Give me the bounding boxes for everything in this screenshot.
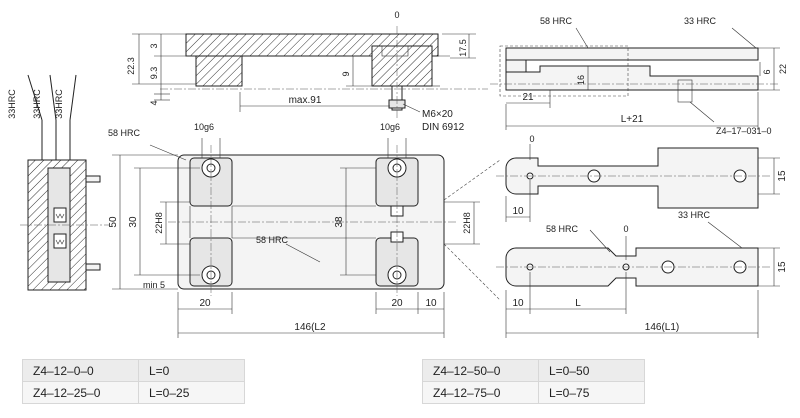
label-dim-30: 30	[128, 216, 139, 228]
table-cell-value: L=0–50	[538, 359, 645, 382]
table-cell-value: L=0	[138, 359, 245, 382]
label-din: DIN 6912	[422, 122, 465, 133]
right-plan-view-upper: 0 10 15	[496, 134, 788, 222]
label-dim-10-lower: 10	[512, 298, 524, 309]
label-zero-top: 0	[394, 10, 399, 20]
label-l-plus-21: L+21	[621, 114, 644, 125]
label-max-91: max.91	[289, 95, 322, 106]
label-dim-9-3: 9.3	[149, 67, 159, 80]
label-dim-22-3: 22.3	[126, 57, 136, 75]
label-dim-10-upper: 10	[512, 206, 524, 217]
label-dim-15-lower: 15	[777, 261, 788, 273]
label-dim-22: 22	[778, 64, 788, 74]
label-part-number: Z4–17–031–0	[716, 126, 772, 136]
top-right-side-view: 58 HRC 33 HRC 16 6 22 21 L+21 Z4–17–031–…	[490, 16, 788, 136]
label-33hrc-topright: 33 HRC	[684, 16, 717, 26]
label-bolt: M6×20	[422, 109, 453, 120]
label-33hrc-lower: 33 HRC	[678, 210, 711, 220]
label-dim-10-center: 10	[425, 298, 437, 309]
table-cell-code: Z4–12–75–0	[422, 381, 539, 404]
table-row: Z4–12–50–0 L=0–50	[422, 359, 645, 382]
label-dim-21: 21	[522, 92, 534, 103]
label-33hrc-b: 33HRC	[32, 89, 42, 119]
label-dim-16: 16	[576, 75, 586, 85]
table-cell-code: Z4–12–25–0	[22, 381, 139, 404]
label-dim-20-left: 20	[199, 298, 211, 309]
label-58hrc-center: 58 HRC	[108, 128, 141, 138]
label-dim-15-upper: 15	[777, 170, 788, 182]
label-zero-upper: 0	[529, 134, 534, 144]
table-cell-value: L=0–25	[138, 381, 245, 404]
label-length-l1: 146(L1)	[645, 322, 679, 333]
label-22h8-right: 22H8	[462, 212, 472, 234]
label-dim-20-right: 20	[391, 298, 403, 309]
label-10g6-left: 10g6	[194, 122, 214, 132]
label-dim-17-5: 17.5	[458, 39, 468, 57]
label-33hrc-a: 33HRC	[7, 89, 17, 119]
variant-table-right: Z4–12–50–0 L=0–50 Z4–12–75–0 L=0–75	[422, 359, 645, 404]
label-length-l2: 146(L2	[294, 322, 326, 333]
label-l-lower: L	[575, 298, 581, 309]
left-section-view: 33HRC 33HRC 33HRC	[7, 74, 110, 291]
label-33hrc-c: 33HRC	[54, 89, 64, 119]
table-cell-code: Z4–12–0–0	[22, 359, 139, 382]
label-min5: min 5	[143, 280, 165, 290]
top-side-view: 22.3 3 9.3 4 9 17.5 0 max.91 M6×20 DIN 6…	[126, 10, 488, 133]
table-row: Z4–12–25–0 L=0–25	[22, 381, 245, 404]
table-row: Z4–12–75–0 L=0–75	[422, 381, 645, 404]
label-58hrc-lower: 58 HRC	[546, 224, 579, 234]
right-plan-view-lower: 58 HRC 33 HRC 0 10 L 146(L1) 15	[496, 210, 788, 338]
label-dim-4: 4	[149, 100, 159, 105]
label-dim-3: 3	[149, 43, 159, 48]
label-zero-lower: 0	[623, 224, 628, 234]
label-10g6-right: 10g6	[380, 122, 400, 132]
table-cell-value: L=0–75	[538, 381, 645, 404]
label-dim-50: 50	[108, 216, 119, 228]
center-plan-view: 58 HRC 10g6 10g6 50 30 22H8 38 22H8 58 H…	[108, 122, 501, 338]
table-cell-code: Z4–12–50–0	[422, 359, 539, 382]
label-dim-9: 9	[341, 71, 351, 76]
label-dim-6: 6	[762, 69, 772, 74]
label-22h8-left: 22H8	[154, 212, 164, 234]
table-row: Z4–12–0–0 L=0	[22, 359, 245, 382]
technical-drawing: 22.3 3 9.3 4 9 17.5 0 max.91 M6×20 DIN 6…	[7, 10, 788, 338]
label-58hrc-inner: 58 HRC	[256, 235, 289, 245]
variant-table-left: Z4–12–0–0 L=0 Z4–12–25–0 L=0–25	[22, 359, 245, 404]
label-dim-38: 38	[334, 216, 345, 228]
label-58hrc-topright: 58 HRC	[540, 16, 573, 26]
